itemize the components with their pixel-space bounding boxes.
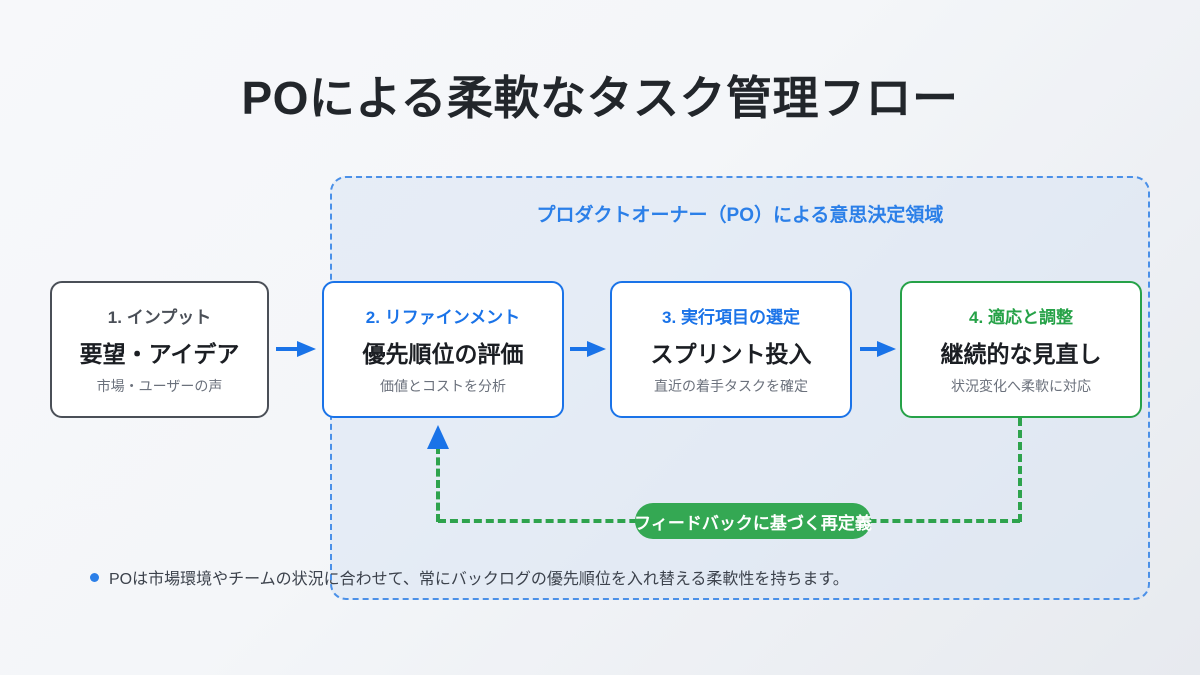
footer-note: POは市場環境やチームの状況に合わせて、常にバックログの優先順位を入れ替える柔軟… bbox=[90, 565, 849, 589]
flow-card-step-label: 1. インプット bbox=[107, 308, 212, 327]
flow-card-detail: 状況変化へ柔軟に対応 bbox=[951, 378, 1091, 394]
flow-card-step-label: 2. リファインメント bbox=[365, 308, 521, 327]
flow-card-detail: 市場・ユーザーの声 bbox=[96, 378, 223, 394]
flow-card-detail: 価値とコストを分析 bbox=[380, 378, 506, 394]
flow-arrow-right-icon bbox=[276, 341, 316, 357]
feedback-line-vertical-left bbox=[436, 446, 440, 522]
flow-card-refinement[interactable]: 2. リファインメント 優先順位の評価 価値とコストを分析 bbox=[322, 281, 564, 418]
po-region-label: プロダクトオーナー（PO）による意思決定領域 bbox=[536, 205, 944, 226]
flow-card-selection[interactable]: 3. 実行項目の選定 スプリント投入 直近の着手タスクを確定 bbox=[610, 281, 852, 418]
arrow-head bbox=[877, 341, 896, 357]
flow-card-headline: 継続的な見直し bbox=[940, 341, 1102, 367]
flow-card-headline: 優先順位の評価 bbox=[362, 341, 524, 367]
page-title: POによる柔軟なタスク管理フロー bbox=[241, 72, 959, 124]
arrow-shaft bbox=[570, 347, 588, 351]
flow-card-step-label: 3. 実行項目の選定 bbox=[662, 308, 800, 327]
arrow-head bbox=[297, 341, 316, 357]
footer-note-text: POは市場環境やチームの状況に合わせて、常にバックログの優先順位を入れ替える柔軟… bbox=[109, 571, 849, 588]
flow-arrow-right-icon bbox=[570, 341, 606, 357]
arrow-shaft bbox=[276, 347, 298, 351]
feedback-line-vertical-right bbox=[1018, 418, 1022, 522]
arrow-shaft bbox=[860, 347, 878, 351]
flow-arrow-right-icon bbox=[860, 341, 896, 357]
feedback-badge: フィードバックに基づく再定義 bbox=[634, 503, 872, 539]
arrow-head bbox=[587, 341, 606, 357]
flow-card-headline: スプリント投入 bbox=[650, 341, 812, 367]
flow-card-headline: 要望・アイデア bbox=[79, 341, 240, 367]
feedback-arrow-up-icon bbox=[427, 425, 449, 449]
flow-card-adaptation[interactable]: 4. 適応と調整 継続的な見直し 状況変化へ柔軟に対応 bbox=[900, 281, 1142, 418]
bullet-icon bbox=[90, 572, 99, 582]
flow-card-detail: 直近の着手タスクを確定 bbox=[654, 378, 808, 394]
flow-card-step-label: 4. 適応と調整 bbox=[969, 308, 1073, 327]
flow-card-input[interactable]: 1. インプット 要望・アイデア 市場・ユーザーの声 bbox=[50, 281, 269, 418]
